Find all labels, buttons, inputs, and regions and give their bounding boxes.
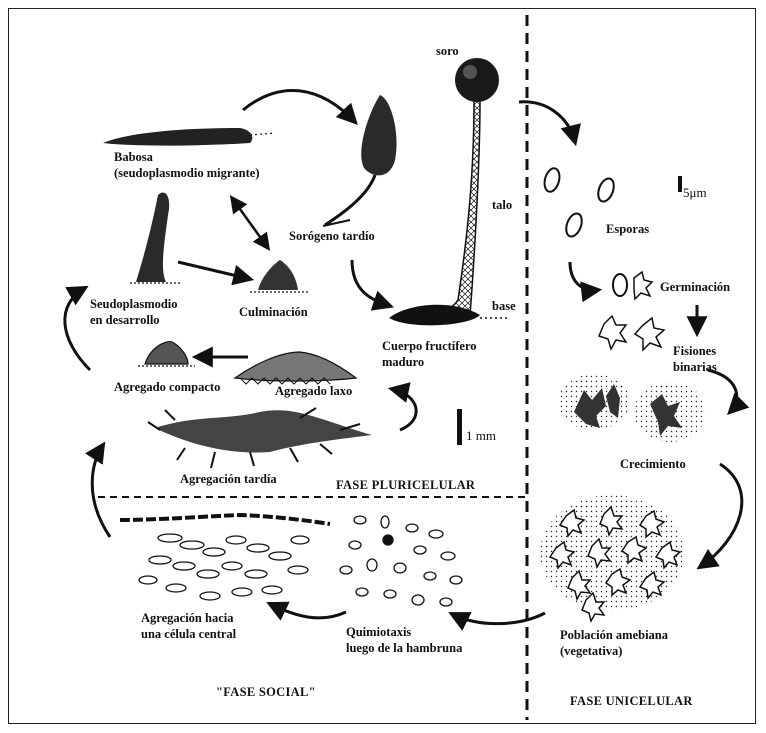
phase-pluricelular: FASE PLURICELULAR [336, 478, 475, 493]
label-crecimiento: Crecimiento [620, 457, 686, 472]
label-seudoplasmodio: Seudoplasmodio [90, 297, 178, 312]
label-babosa: Babosa [114, 150, 153, 165]
binary-fission [599, 316, 664, 350]
label-agregado-laxo: Agregado laxo [275, 384, 352, 399]
scale-um-label: 5μm [683, 185, 707, 201]
label-base: base [492, 299, 516, 314]
label-soro: soro [436, 44, 459, 59]
label-cuerpo-fructifero: Cuerpo fructífero [382, 339, 477, 354]
chemotaxis-cells [340, 516, 462, 606]
central-aggregation [120, 515, 330, 600]
label-culminacion: Culminación [239, 305, 308, 320]
label-quimiotaxis: Quimiotaxis [346, 625, 411, 640]
label-cuerpo-fructifero-sub: maduro [382, 355, 424, 370]
germination [613, 272, 652, 299]
loose-aggregate [235, 352, 356, 384]
scale-mm-label: 1 mm [466, 428, 496, 444]
slug-culmination-arrow [232, 198, 268, 248]
amoebic-population [540, 495, 684, 621]
label-agregado-compacto: Agregado compacto [114, 380, 220, 395]
label-seudoplasmodio-sub: en desarrollo [90, 313, 160, 328]
label-quimiotaxis-sub: luego de la hambruna [346, 641, 462, 656]
phase-social: "FASE SOCIAL" [216, 685, 316, 700]
label-agregacion-central-sub: una célula central [141, 627, 236, 642]
label-esporas: Esporas [606, 222, 649, 237]
mm-scale-bar [457, 409, 462, 445]
growth [558, 374, 706, 442]
label-germinacion: Germinación [660, 280, 730, 295]
late-sorogen [323, 95, 397, 226]
phase-unicelular: FASE UNICELULAR [570, 694, 693, 709]
compact-aggregate [138, 342, 195, 366]
slug [103, 128, 275, 146]
um-scale-bar [678, 176, 682, 192]
label-agregacion-tardia: Agregación tardía [180, 472, 277, 487]
label-sorogeno: Sorógeno tardío [289, 229, 375, 244]
label-talo: talo [492, 198, 512, 213]
label-poblacion-sub: (vegetativa) [560, 644, 622, 659]
label-poblacion: Población amebiana [560, 628, 668, 643]
culmination [250, 260, 308, 292]
developing-pseudoplasmodium [130, 192, 180, 283]
label-fisiones-sub: binarias [673, 360, 717, 375]
late-aggregation [148, 408, 372, 468]
label-agregacion-central: Agregación hacia [141, 611, 233, 626]
label-fisiones: Fisiones [673, 344, 716, 359]
fruiting-body [389, 58, 508, 325]
label-babosa-sub: (seudoplasmodio migrante) [114, 166, 260, 181]
